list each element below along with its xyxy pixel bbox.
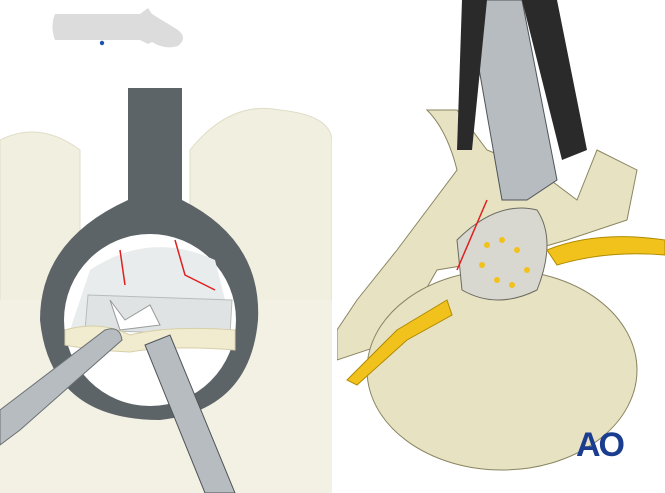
- ao-logo: AO: [576, 426, 625, 464]
- spinal-cord: [456, 207, 548, 301]
- instrument-left: [0, 328, 123, 446]
- left-illustration-panel: [0, 0, 332, 493]
- body-position-icon: [52, 8, 183, 48]
- posterior-view-illustration: [0, 0, 332, 493]
- nerve-root-left: [346, 299, 453, 386]
- right-illustration-panel: AO: [337, 0, 665, 493]
- nerve-root-right: [546, 236, 665, 266]
- instrument-right: [144, 334, 236, 493]
- position-marker: [99, 40, 105, 46]
- axial-view-illustration: [337, 0, 665, 493]
- instrument-shaft: [466, 0, 558, 201]
